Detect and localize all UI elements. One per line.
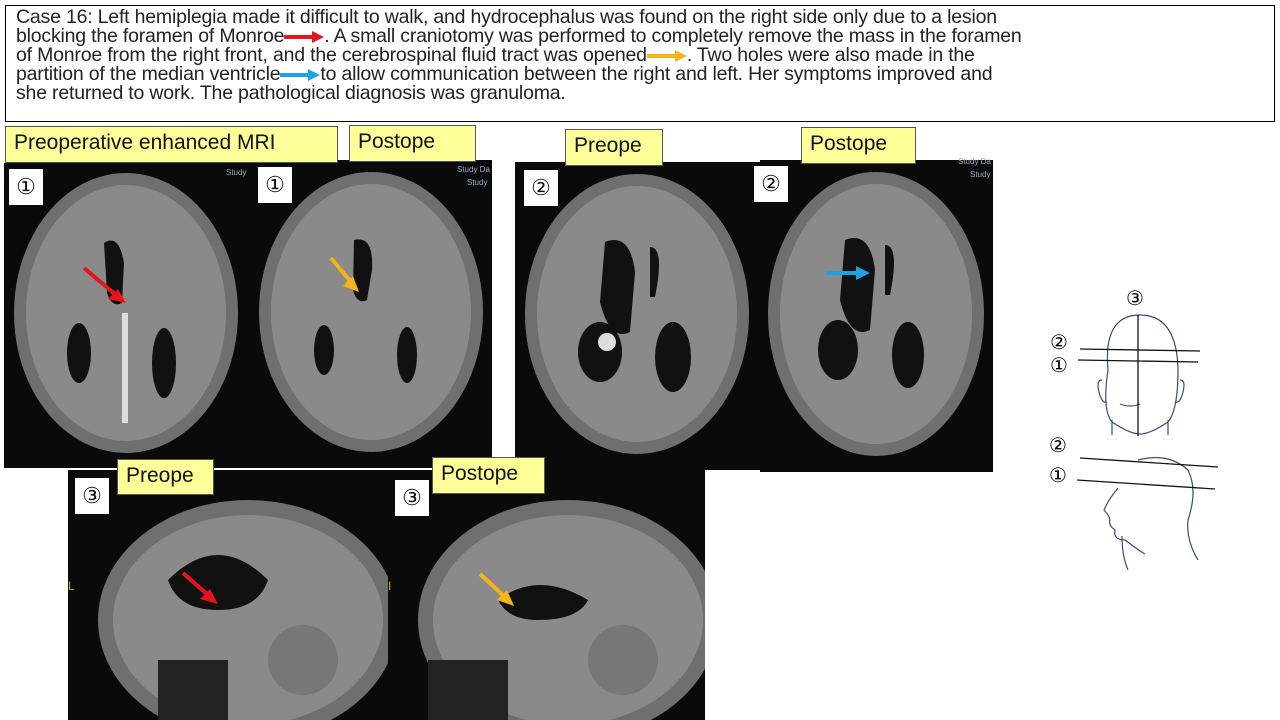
slice-number: ② (754, 166, 788, 202)
study-overlay: Study (467, 178, 488, 187)
blue-arrow-icon (280, 68, 321, 81)
text: Case 16: Left hemiplegia made it difficu… (16, 6, 997, 28)
label-postope: Postope (801, 127, 916, 164)
description-line: of Monroe from the right front, and the … (16, 44, 1274, 66)
plane-label: ③ (1126, 288, 1144, 310)
plane-label: ② (1049, 435, 1067, 457)
description-line: blocking the foramen of Monroe . A small … (16, 25, 1274, 47)
study-overlay: Study Da (457, 165, 490, 174)
study-overlay: Study (226, 168, 247, 177)
slice-number: ③ (395, 480, 429, 516)
slice-number: ③ (75, 478, 109, 514)
mri-axial2-preop (515, 162, 760, 470)
plane-label: ① (1049, 465, 1067, 487)
label-preope: Preope (565, 129, 663, 166)
description-line: Case 16: Left hemiplegia made it difficu… (16, 6, 1274, 28)
text: partition of the median ventricle (16, 63, 281, 85)
label-preoperative: Preoperative enhanced MRI (5, 126, 338, 163)
description-line: partition of the median ventricle to allo… (16, 63, 1274, 85)
plane-label: ① (1050, 355, 1068, 377)
label-postope: Postope (432, 457, 545, 494)
plane-label: ② (1050, 332, 1068, 354)
side-marker: L (68, 579, 75, 593)
study-overlay: Study (970, 170, 991, 179)
red-arrow-icon (284, 30, 325, 43)
text: . A small craniotomy was performed to co… (324, 25, 1022, 47)
text: to allow communication between the right… (320, 63, 993, 85)
side-marker: I (388, 579, 391, 593)
orange-arrow-icon (646, 49, 687, 62)
text: she returned to work. The pathological d… (16, 82, 566, 104)
text: . Two holes were also made in the (686, 44, 975, 66)
text: of Monroe from the right front, and the … (16, 44, 647, 66)
description-line: she returned to work. The pathological d… (16, 82, 1274, 104)
text: blocking the foramen of Monroe (16, 25, 285, 47)
slice-number: ② (524, 170, 558, 206)
label-postope: Postope (349, 125, 476, 162)
mri-axial1-preop (4, 163, 249, 468)
head-illustration (1076, 314, 1219, 571)
slice-number: ① (258, 167, 292, 203)
mri-sagittal-postop: I (388, 470, 705, 720)
mri-sagittal-preop: L (68, 470, 388, 720)
label-preope: Preope (117, 459, 214, 495)
case-description-box: Case 16: Left hemiplegia made it difficu… (5, 5, 1275, 122)
mri-axial1-postop (249, 160, 492, 468)
slice-number: ① (9, 169, 43, 205)
study-overlay: Study Da (958, 157, 991, 166)
mri-axial2-postop (760, 160, 993, 472)
slice-plane-diagram: ③ ② ① ② ① (1040, 280, 1280, 590)
